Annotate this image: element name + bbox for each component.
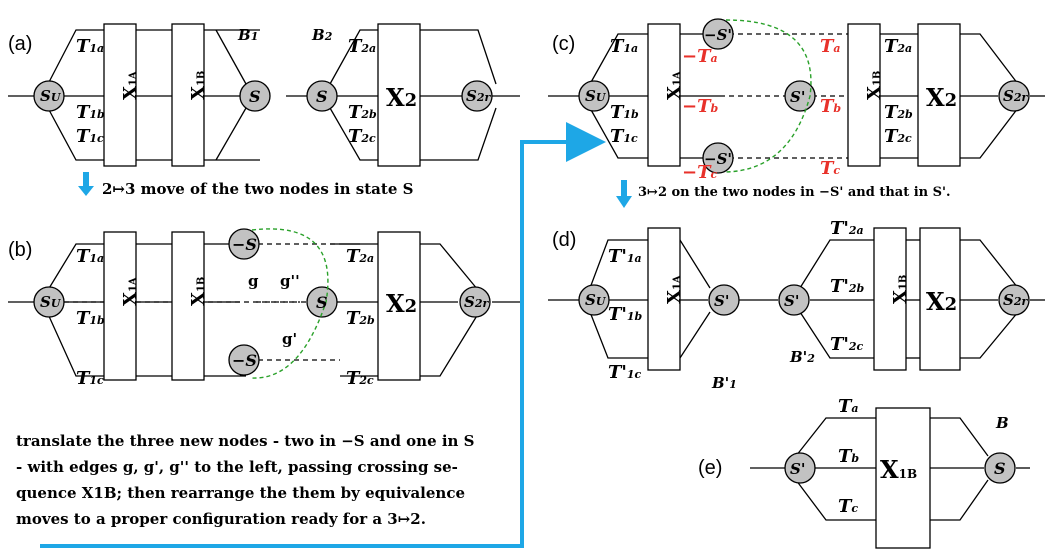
svg-text:T2a: T2a (884, 36, 912, 57)
panel-d: (d) SU S' X1A T'1a T'1b T'1c B'1 S' S2r … (548, 218, 1045, 392)
svg-text:X2: X2 (386, 83, 417, 112)
svg-text:Tc: Tc (838, 496, 858, 517)
svg-text:T2b: T2b (348, 102, 377, 123)
panel-e-label: (e) (698, 457, 722, 479)
svg-text:B'1: B'1 (711, 374, 737, 392)
svg-text:−Tb: −Tb (682, 96, 718, 117)
svg-text:T2c: T2c (346, 368, 374, 389)
svg-text:Ta: Ta (838, 396, 859, 417)
svg-text:B2: B2 (311, 26, 333, 44)
panel-a-label: (a) (8, 33, 32, 55)
node-su (33, 80, 65, 112)
panel-d-label: (d) (552, 229, 576, 251)
node-s (239, 80, 271, 112)
svg-text:Tb: Tb (838, 446, 859, 467)
svg-text:Tb: Tb (820, 96, 841, 117)
svg-text:T'1c: T'1c (608, 362, 642, 383)
svg-text:−Tc: −Tc (682, 162, 717, 183)
panel-b: (b) SU −S −S S S2r X1A X1B (8, 228, 520, 389)
svg-text:T1a: T1a (76, 36, 104, 57)
svg-text:T2a: T2a (346, 246, 374, 267)
svg-text:−S: −S (232, 235, 257, 254)
svg-text:X2: X2 (926, 83, 957, 112)
svg-text:SU: SU (585, 87, 607, 105)
svg-text:S2r: S2r (464, 293, 489, 311)
down-arrow-icon (78, 186, 94, 196)
panel-c-label: (c) (552, 33, 575, 55)
svg-text:T1b: T1b (610, 102, 639, 123)
svg-text:T1b: T1b (76, 102, 105, 123)
svg-text:T1c: T1c (76, 126, 104, 147)
edge-g: g (248, 272, 259, 290)
svg-text:S': S' (714, 292, 729, 310)
caption-line-2: - with edges g, g', g'' to the left, pas… (16, 458, 458, 476)
svg-text:T1c: T1c (76, 368, 104, 389)
move-cd-text: 3↦2 on the two nodes in −S' and that in … (638, 185, 951, 200)
caption-line-3: quence X1B; then rearrange the them by e… (16, 484, 465, 502)
svg-text:T2b: T2b (884, 102, 913, 123)
svg-text:S2r: S2r (1003, 291, 1028, 309)
green-dashed-curve (251, 228, 329, 379)
edge-g1: g' (282, 330, 297, 348)
caption: translate the three new nodes - two in −… (16, 432, 475, 528)
svg-text:S2r: S2r (1003, 87, 1028, 105)
svg-text:−S': −S' (704, 26, 732, 44)
move-cd: 3↦2 on the two nodes in −S' and that in … (616, 180, 951, 208)
edge-g2: g'' (280, 272, 300, 290)
svg-text:S: S (994, 459, 1006, 478)
svg-text:S: S (249, 87, 261, 106)
panel-c: (c) SU −S' −S' S' S2r X1A X1B X2 T1a T1b (548, 18, 1045, 183)
panel-b-label: (b) (8, 239, 32, 261)
svg-text:−Ta: −Ta (682, 46, 718, 67)
svg-text:B'2: B'2 (789, 348, 815, 366)
svg-text:SU: SU (585, 291, 607, 309)
svg-text:T'1b: T'1b (608, 304, 643, 325)
svg-text:T'2b: T'2b (830, 276, 865, 297)
svg-text:S: S (316, 293, 328, 312)
svg-text:T'2c: T'2c (830, 334, 864, 355)
connector-arrow (40, 122, 606, 548)
move-ab: 2↦3 move of the two nodes in state S (78, 172, 413, 198)
caption-line-4: moves to a proper configuration ready fo… (16, 510, 426, 528)
panel-a: (a) SU S X1A X1B T1a T1b T1c B1 S S2r X2… (8, 23, 520, 167)
svg-text:S': S' (790, 460, 805, 478)
svg-text:T2b: T2b (346, 308, 375, 329)
svg-text:Ta: Ta (820, 36, 841, 57)
svg-text:S: S (316, 87, 328, 106)
svg-text:T1a: T1a (610, 36, 638, 57)
svg-text:Tc: Tc (820, 158, 840, 179)
panel-e: (e) S' S X1B Ta Tb Tc B (698, 396, 1030, 549)
move-ab-text: 2↦3 move of the two nodes in state S (102, 180, 413, 198)
svg-text:T2c: T2c (884, 126, 912, 147)
svg-text:S2r: S2r (466, 87, 491, 105)
x2-box (377, 23, 421, 167)
svg-text:SU: SU (40, 293, 62, 311)
x1a-box (103, 23, 137, 167)
svg-text:−S: −S (232, 351, 257, 370)
svg-text:T2c: T2c (348, 126, 376, 147)
svg-text:S': S' (790, 88, 805, 106)
svg-text:B: B (995, 414, 1009, 432)
svg-text:SU: SU (40, 87, 62, 105)
svg-text:T1a: T1a (76, 246, 104, 267)
x1b-box (171, 23, 205, 167)
svg-text:−S': −S' (704, 150, 732, 168)
svg-text:T2a: T2a (348, 36, 376, 57)
down-arrow-icon (616, 196, 632, 208)
svg-text:T'1a: T'1a (608, 246, 642, 267)
svg-text:X1B: X1B (880, 455, 917, 484)
svg-text:S': S' (784, 292, 799, 310)
svg-text:T1c: T1c (610, 126, 638, 147)
caption-line-1: translate the three new nodes - two in −… (16, 432, 475, 450)
svg-text:B1: B1 (237, 26, 258, 44)
svg-text:T1b: T1b (76, 308, 105, 329)
svg-text:T'2a: T'2a (830, 218, 864, 239)
